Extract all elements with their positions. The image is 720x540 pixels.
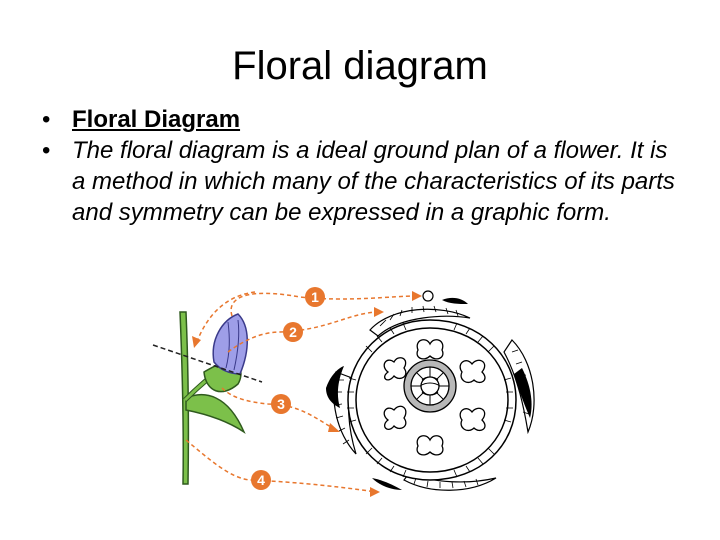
leaf-left — [185, 394, 246, 435]
bullet-item: • Floral Diagram — [42, 104, 682, 135]
ovary-center — [420, 376, 440, 396]
petal-hatching — [347, 322, 513, 478]
bullet-glyph: • — [42, 137, 51, 164]
arrow-1 — [230, 292, 419, 317]
arrow-2 — [227, 311, 381, 353]
arrowhead-4 — [370, 487, 380, 497]
arrow-4 — [185, 439, 377, 493]
marker-2: 2 — [283, 322, 303, 342]
ovary — [403, 359, 457, 413]
stamen — [416, 435, 444, 456]
marker-4-label: 4 — [257, 472, 265, 488]
marker-1: 1 — [305, 287, 325, 307]
arrowhead-1-left — [192, 336, 201, 348]
marker-4: 4 — [251, 470, 271, 490]
marker-3: 3 — [271, 394, 291, 414]
petal-bud — [212, 313, 248, 375]
floral-diagram-svg: 1 2 3 4 — [152, 287, 535, 497]
marker-1-label: 1 — [311, 289, 319, 305]
arrow-1-left — [195, 291, 256, 345]
stamen — [383, 405, 407, 430]
arrowhead-1 — [412, 291, 422, 301]
sepal-tips — [326, 297, 532, 490]
stamen-whorl — [383, 339, 486, 456]
bullet-list: • Floral Diagram • The floral diagram is… — [42, 104, 682, 228]
sepal — [369, 308, 471, 337]
bullet-glyph: • — [42, 106, 51, 133]
section-plane-line — [152, 344, 263, 383]
arrowheads — [192, 291, 422, 497]
axis-circle — [422, 290, 434, 302]
stamen — [383, 357, 407, 381]
flower-illustration — [152, 311, 263, 485]
bullet-item: • The floral diagram is a ideal ground p… — [42, 135, 682, 228]
petal-vein — [233, 319, 240, 371]
stamen — [459, 359, 486, 384]
marker-3-label: 3 — [277, 396, 285, 412]
arrow-3 — [221, 387, 337, 431]
arrowhead-3 — [328, 423, 340, 432]
petal-vein — [225, 321, 230, 369]
ovule-ridges — [419, 376, 441, 396]
stamen — [459, 407, 486, 432]
connector-arrows — [185, 291, 419, 493]
arrowhead-2 — [374, 307, 384, 317]
floral-diagram — [326, 290, 535, 491]
slide-title: Floral diagram — [232, 44, 488, 88]
marker-2-label: 2 — [289, 324, 297, 340]
stamen — [416, 339, 444, 360]
bullet-body: The floral diagram is a ideal ground pla… — [72, 137, 675, 226]
bullet-heading: Floral Diagram — [72, 106, 241, 133]
floral-diagram-figure: 1 2 3 4 — [140, 280, 560, 540]
